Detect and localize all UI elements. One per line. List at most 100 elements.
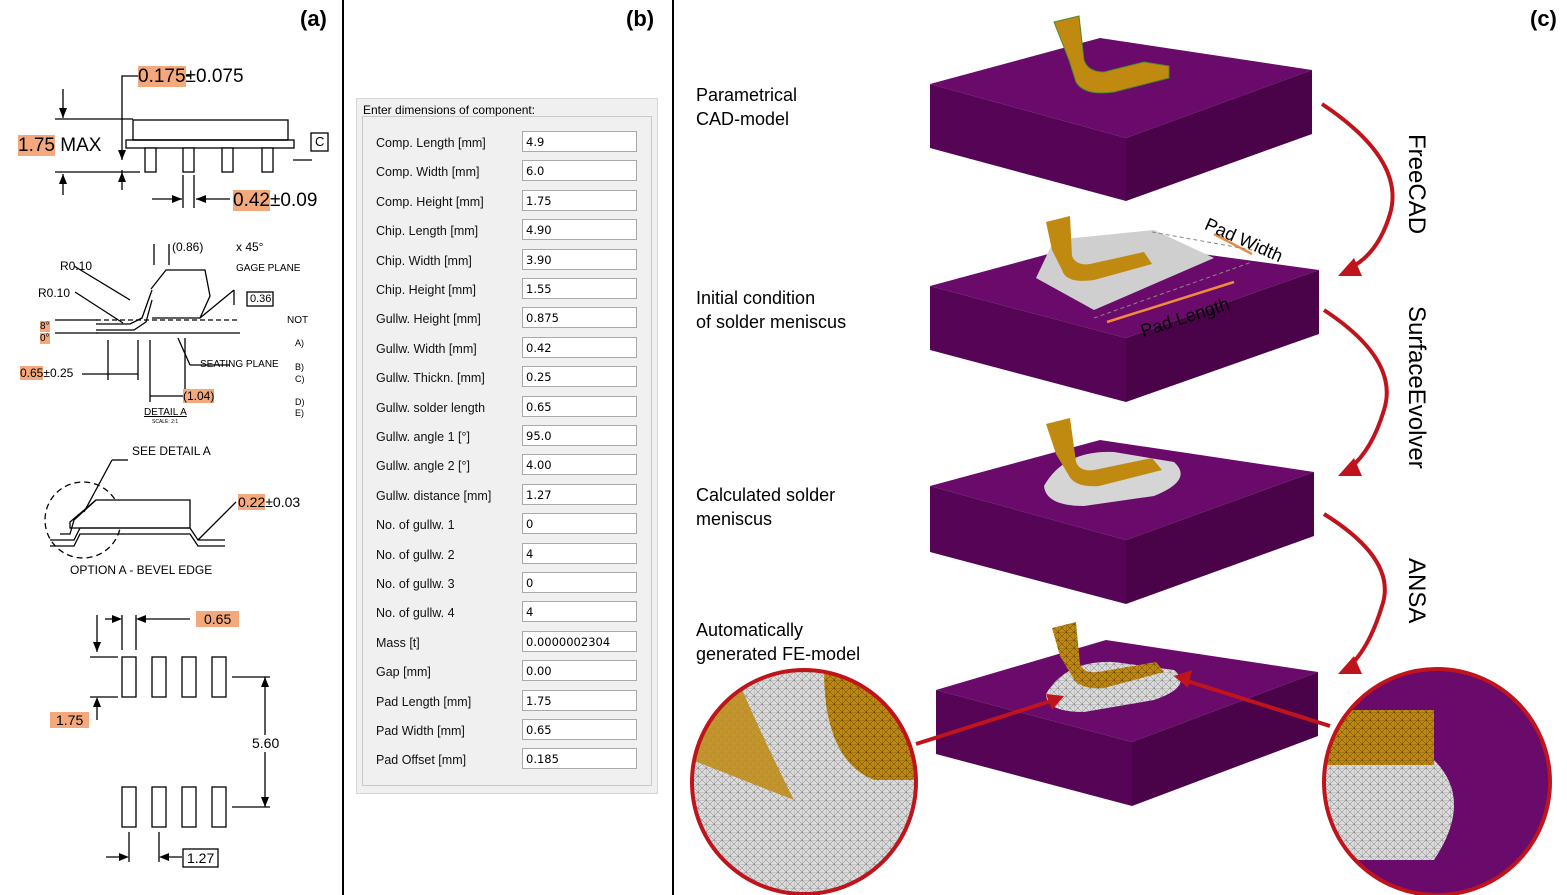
field-input[interactable]: 0.00	[522, 660, 637, 682]
angle-min: 0°	[40, 333, 50, 344]
field-row: Gullw. Height [mm] 0.875	[363, 307, 651, 331]
field-input[interactable]: 4.00	[522, 454, 637, 476]
field-input[interactable]: 0.185	[522, 748, 637, 770]
field-row: Comp. Height [mm] 1.75	[363, 189, 651, 214]
field-input[interactable]: 0.0000002304	[522, 630, 637, 652]
field-label: Pad Width [mm]	[376, 724, 465, 738]
note-b: B)	[295, 362, 304, 372]
field-input[interactable]: 4	[522, 542, 637, 564]
field-label: No. of gullw. 1	[376, 518, 455, 533]
note-e: E)	[295, 408, 304, 418]
field-row: Gullw. distance [mm] 1.27	[363, 483, 651, 508]
field-label: No. of gullw. 3	[376, 577, 455, 591]
field-row: Comp. Length [mm]4.9	[363, 131, 651, 155]
zoom-left	[692, 670, 916, 894]
panel-c: (c)	[674, 0, 1567, 895]
field-label: Pad Length [mm]	[376, 694, 472, 709]
field-input[interactable]: 0	[522, 572, 637, 593]
field-input[interactable]: 6.0	[522, 160, 637, 182]
angle-max: 8°	[40, 321, 50, 332]
divider-1	[342, 0, 344, 895]
field-label: Gullw. distance [mm]	[376, 488, 492, 503]
field-row: Pad Offset [mm] 0.185	[363, 748, 651, 772]
field-row: Chip. Height [mm] 1.55	[363, 278, 651, 302]
field-label: No. of gullw. 2	[376, 547, 455, 562]
dialog-title: Enter dimensions of component:	[363, 103, 536, 117]
field-label: Mass [t]	[376, 635, 420, 650]
tool-ansa: ANSA	[1403, 558, 1430, 624]
dim-foot: 0.65±0.25	[20, 366, 74, 380]
field-input[interactable]: 95.0	[522, 425, 637, 446]
dim-foot-length: (1.04)	[183, 389, 215, 403]
field-label: Gullw. Height [mm]	[376, 312, 481, 327]
field-row: Gullw. Width [mm] 0.42	[363, 336, 651, 361]
field-row: Chip. Length [mm] 4.90	[363, 219, 651, 243]
field-row: Gullw. angle 1 [°] 95.0	[363, 425, 651, 449]
field-input[interactable]: 0.875	[522, 307, 637, 329]
field-input[interactable]: 0.25	[522, 366, 637, 388]
field-input[interactable]: 0.65	[522, 719, 637, 740]
field-label: Gullw. angle 2 [°]	[376, 459, 470, 474]
field-label: Chip. Length [mm]	[376, 224, 479, 239]
note-not: NOT	[287, 315, 309, 326]
field-input[interactable]: 0	[522, 513, 637, 535]
field-input[interactable]: 1.75	[522, 189, 637, 211]
radius-1: R0.10	[60, 259, 93, 273]
workflow-illustration	[690, 15, 1552, 895]
panel-b: (b) Enter dimensions of component: Comp.…	[344, 0, 672, 895]
field-label: Pad Offset [mm]	[376, 753, 467, 768]
field-input[interactable]: 4	[522, 601, 637, 623]
field-row: Chip. Width [mm] 3.90	[363, 248, 651, 273]
field-label: Chip. Width [mm]	[376, 253, 472, 268]
field-input[interactable]: 1.55	[522, 278, 637, 299]
board-4	[936, 622, 1318, 806]
field-label: Gullw. angle 1 [°]	[376, 430, 470, 444]
panel-label-a: (a)	[300, 6, 327, 31]
field-input[interactable]: 0.42	[522, 336, 637, 358]
field-input[interactable]: 0.65	[522, 395, 637, 417]
dim-pad-pitch-2: 1.27	[187, 850, 215, 866]
field-row: Comp. Width [mm] 6.0	[363, 160, 651, 184]
board-1	[930, 15, 1312, 201]
field-row: No. of gullw. 1 0	[363, 513, 651, 537]
field-input[interactable]: 1.75	[522, 689, 637, 711]
field-input[interactable]: 3.90	[522, 248, 637, 270]
field-row: Gullw. Thickn. [mm]0.25	[363, 366, 651, 390]
field-label: Gullw. Width [mm]	[376, 341, 477, 356]
radius-2: R0.10	[38, 286, 71, 300]
gage-plane-label: GAGE PLANE	[236, 263, 301, 274]
note-c: C)	[295, 374, 305, 384]
see-detail-label: SEE DETAIL A	[132, 444, 211, 458]
field-row: Gullw. angle 2 [°] 4.00	[363, 454, 651, 478]
field-input[interactable]: 4.9	[522, 131, 637, 152]
field-label: Comp. Height [mm]	[376, 194, 484, 209]
seating-plane-label: SEATING PLANE	[200, 359, 279, 370]
field-label: Chip. Height [mm]	[376, 283, 477, 297]
gage-value: 0.36	[250, 293, 272, 305]
ref-c: C	[315, 134, 325, 149]
option-a-label: OPTION A - BEVEL EDGE	[70, 563, 213, 577]
board-2	[930, 216, 1319, 402]
field-label: Comp. Width [mm]	[376, 165, 480, 180]
field-row: Pad Length [mm] 1.75	[363, 689, 651, 714]
field-row: Pad Width [mm] 0.65	[363, 719, 651, 743]
dim-chamfer-angle: x 45°	[236, 240, 264, 254]
field-label: Gullw. solder length	[376, 400, 486, 415]
dimension-dialog: Enter dimensions of component: Comp. Len…	[356, 98, 658, 794]
note-d: D)	[295, 397, 305, 407]
field-input[interactable]: 1.27	[522, 483, 637, 505]
field-input[interactable]: 4.90	[522, 219, 637, 241]
detail-a-label: DETAIL A	[144, 407, 187, 418]
field-row: No. of gullw. 2 4	[363, 542, 651, 567]
field-label: Gap [mm]	[376, 665, 431, 680]
dim-chamfer: (0.86)	[172, 240, 204, 254]
dim-pad-length: 1.75	[50, 712, 90, 728]
field-row: Gap [mm] 0.00	[363, 660, 651, 684]
panel-a: (a)	[0, 0, 342, 895]
